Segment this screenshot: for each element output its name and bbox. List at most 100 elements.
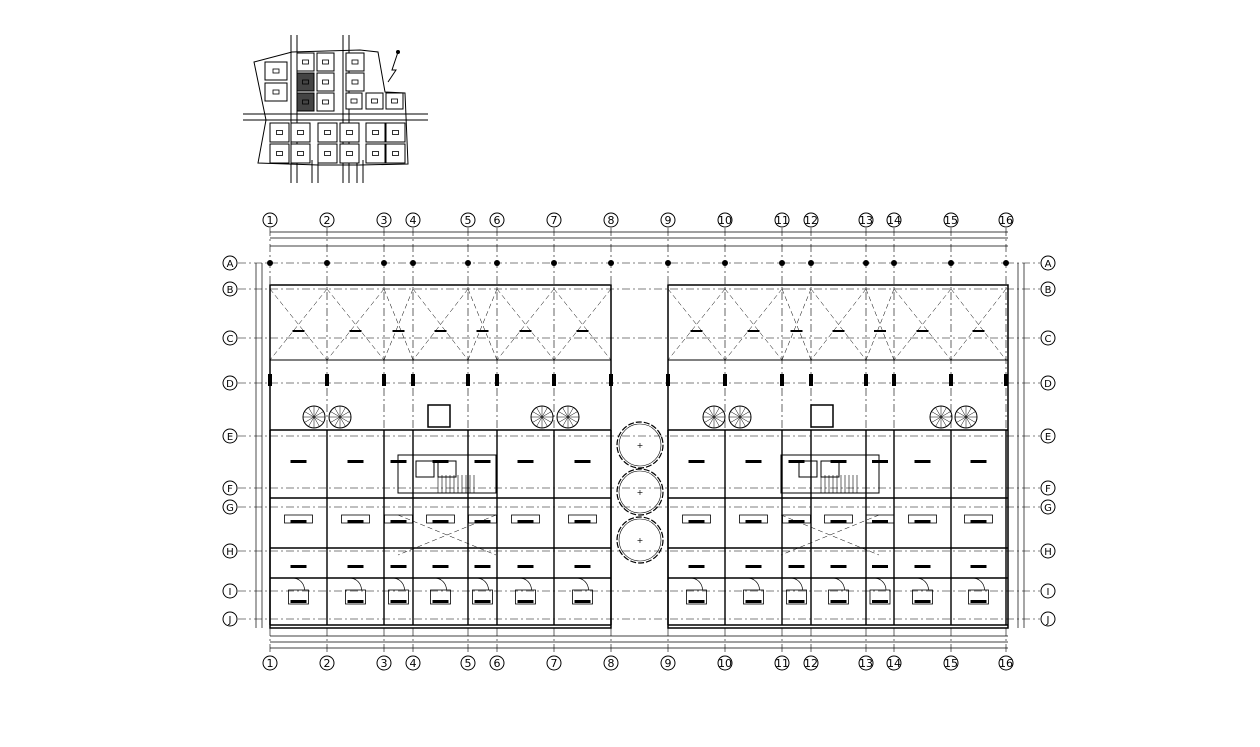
dining-table (964, 514, 993, 524)
room-label (688, 460, 705, 463)
key-plan-block (264, 61, 288, 81)
bed (572, 589, 593, 605)
grid-bubble-col (998, 212, 1014, 228)
grid-label-col: 15 (944, 214, 958, 227)
room-label (517, 520, 534, 523)
roof-diagonal (724, 288, 783, 361)
bed (430, 589, 451, 605)
roof-diagonal (781, 288, 812, 361)
grid-label-col: 14 (887, 657, 901, 670)
grid-bubble-col (717, 212, 733, 228)
stair-tread (313, 407, 320, 418)
room-label (574, 565, 591, 568)
dining-table (341, 514, 370, 524)
room-label (432, 520, 449, 523)
structural-column (948, 260, 954, 266)
lift-car (798, 460, 818, 478)
room-label (745, 520, 762, 523)
stair-tread (940, 407, 947, 418)
door-swing (392, 577, 405, 591)
column-pier (268, 374, 272, 386)
grid-label-col: 16 (999, 214, 1013, 227)
courtyard-planter (616, 421, 664, 469)
grid-label-col: 6 (494, 214, 501, 227)
roof-diagonal (950, 288, 1007, 361)
grid-bubble-row (222, 499, 238, 515)
room-label (432, 600, 449, 603)
stair-tread (562, 407, 569, 418)
room-label (347, 520, 364, 523)
stair-tread (713, 407, 720, 418)
room-label (788, 600, 805, 603)
grid-label-col: 4 (410, 214, 417, 227)
room-label (474, 600, 491, 603)
north-arrow-tip (396, 50, 400, 54)
key-plan-unit (302, 99, 309, 105)
grid-bubble-col (376, 655, 392, 671)
roof-diagonal (667, 288, 726, 361)
room-label (970, 565, 987, 568)
grid-bubble-col (886, 655, 902, 671)
structural-column (779, 260, 785, 266)
key-plan-unit (372, 151, 379, 156)
room-label (872, 520, 888, 523)
grid-label-row: I (1047, 587, 1050, 598)
stair-tread (339, 416, 346, 427)
key-plan-block (296, 72, 315, 92)
room-label (688, 600, 705, 603)
grid-label-col: 7 (551, 214, 558, 227)
roof-diagonal (810, 288, 867, 361)
structural-column (410, 260, 416, 266)
building-wing (268, 284, 613, 629)
column-pier (723, 374, 727, 386)
key-plan-block (316, 92, 335, 112)
stair-tread (339, 416, 350, 423)
door-swing (790, 577, 803, 591)
planter-mark: + (637, 441, 644, 450)
courtyard-planter (616, 516, 664, 564)
roof-diagonal (269, 288, 328, 361)
door-swing (576, 577, 589, 591)
structural-column (324, 260, 330, 266)
door-swing (747, 577, 760, 591)
grid-bubble-col (405, 655, 421, 671)
room-label (347, 565, 364, 568)
grid-label-col: 10 (718, 657, 732, 670)
stair-core (397, 454, 497, 556)
stair-tread (960, 416, 967, 427)
stair-core-outline (397, 454, 497, 494)
column-pier (780, 374, 784, 386)
stair-tread (965, 416, 976, 423)
room-label (517, 460, 534, 463)
stair-tread (730, 416, 741, 423)
grid-label-col: 14 (887, 214, 901, 227)
grid-bubble-row (1040, 583, 1056, 599)
structural-column (891, 260, 897, 266)
stair-tread (935, 407, 942, 418)
room-label (874, 330, 886, 332)
grid-bubble-col (858, 212, 874, 228)
dining-table (682, 514, 711, 524)
spiral-staircase (728, 405, 752, 429)
key-plan-unit (372, 130, 379, 135)
grid-bubble-col (998, 655, 1014, 671)
dining-table (782, 514, 811, 524)
grid-bubble-row (1040, 428, 1056, 444)
key-plan-unit (322, 99, 329, 105)
column-pier (552, 374, 556, 386)
grid-label-col: 2 (324, 657, 331, 670)
stair-tread (532, 416, 543, 423)
dining-table (284, 514, 313, 524)
grid-label-row: B (227, 285, 234, 296)
roof-diagonal (496, 288, 555, 361)
room-label (290, 565, 307, 568)
roof-diagonal (893, 288, 952, 361)
key-plan-block (339, 143, 360, 164)
stair-tread (313, 416, 320, 427)
dining-table (739, 514, 768, 524)
key-plan-block (290, 122, 311, 143)
door-swing (873, 577, 887, 591)
stair-tread (541, 407, 548, 418)
grid-label-col: 12 (804, 657, 818, 670)
